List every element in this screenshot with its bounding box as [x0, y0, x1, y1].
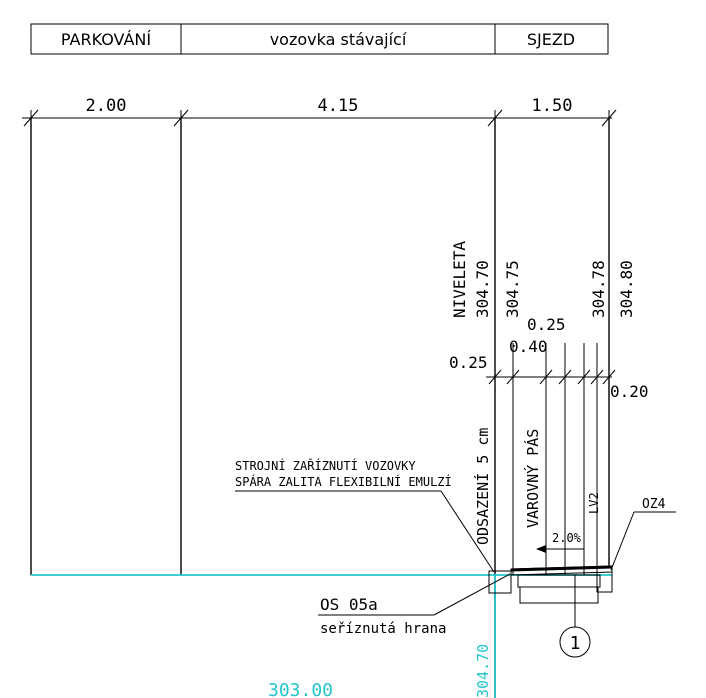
header-cell-parkovani: PARKOVÁNÍ [61, 30, 151, 49]
oz4-label: OZ4 [642, 497, 666, 512]
cutting-note: STROJNÍ ZAŘÍZNUTÍ VOZOVKY SPÁRA ZALITA F… [235, 458, 495, 573]
slope-arrow-head [536, 545, 546, 553]
header-frame [30, 23, 609, 55]
detail-label-040: 0.40 [509, 337, 548, 356]
level-label-bottom: 304.70 [474, 644, 492, 698]
leader-line [610, 511, 635, 571]
level-value: 304.75 [503, 260, 522, 318]
niveleta-label: NIVELETA [450, 241, 469, 318]
note-line-1: STROJNÍ ZAŘÍZNUTÍ VOZOVKY [235, 458, 416, 473]
detail-label-020: 0.20 [610, 382, 649, 401]
detail-tick [602, 369, 616, 385]
callout-marker: 1 [559, 626, 591, 658]
oz4-leader: OZ4 [610, 497, 676, 571]
callout-circle [559, 626, 591, 658]
section-boundaries [30, 118, 610, 698]
base-foundation [519, 586, 599, 604]
base-layer [517, 574, 601, 588]
header-cell-vozovka: vozovka stávající [270, 30, 407, 49]
detail-dimension-chain: 0.25 0.40 0.25 0.20 [449, 315, 649, 575]
offset-label: ODSAZENÍ 5 cm [473, 428, 492, 545]
dimension-label-parking: 2.00 [86, 96, 127, 116]
level-value: 304.78 [589, 260, 608, 318]
header-table: PARKOVÁNÍ vozovka stávající SJEZD [30, 23, 609, 55]
warning-strip-label: VAROVNÝ PÁS [523, 429, 542, 528]
note-leader [440, 490, 495, 573]
dimension-label-driveway: 1.50 [532, 96, 573, 116]
side-curb [596, 567, 613, 593]
dimension-line-top: 2.00 4.15 1.50 [22, 96, 617, 127]
os-leader: OS 05a seříznutá hrana [318, 573, 511, 637]
curb-section-detail [488, 565, 613, 627]
surface-thick-line [510, 565, 613, 572]
level-value: 304.80 [617, 260, 636, 318]
detail-tick [539, 369, 553, 385]
callout-number: 1 [570, 633, 581, 654]
os-code-label: OS 05a [320, 595, 378, 614]
slope-label: 2.0% [552, 531, 582, 545]
dimension-label-road: 4.15 [318, 96, 359, 116]
note-line-2: SPÁRA ZALITA FLEXIBILNÍ EMULZÍ [235, 474, 452, 489]
detail-tick [506, 369, 520, 385]
detail-tick [488, 369, 502, 385]
detail-tick [590, 369, 604, 385]
detail-label-025-left: 0.25 [449, 353, 488, 372]
os-leader-line [433, 573, 511, 616]
slope-indicator: 2.0% [536, 531, 584, 553]
os-description-label: seříznutá hrana [320, 621, 446, 637]
detail-label-025-top: 0.25 [527, 315, 566, 334]
detail-tick [558, 369, 572, 385]
level-labels: NIVELETA 304.70 304.75 304.78 304.80 [450, 241, 636, 318]
detail-tick [577, 369, 591, 385]
level-label-cyan: 303.00 [268, 680, 333, 698]
lv2-label: LV2 [587, 492, 601, 514]
edge-curb [488, 570, 512, 594]
level-value: 304.70 [473, 260, 492, 318]
header-cell-sjezd: SJEZD [527, 30, 575, 49]
